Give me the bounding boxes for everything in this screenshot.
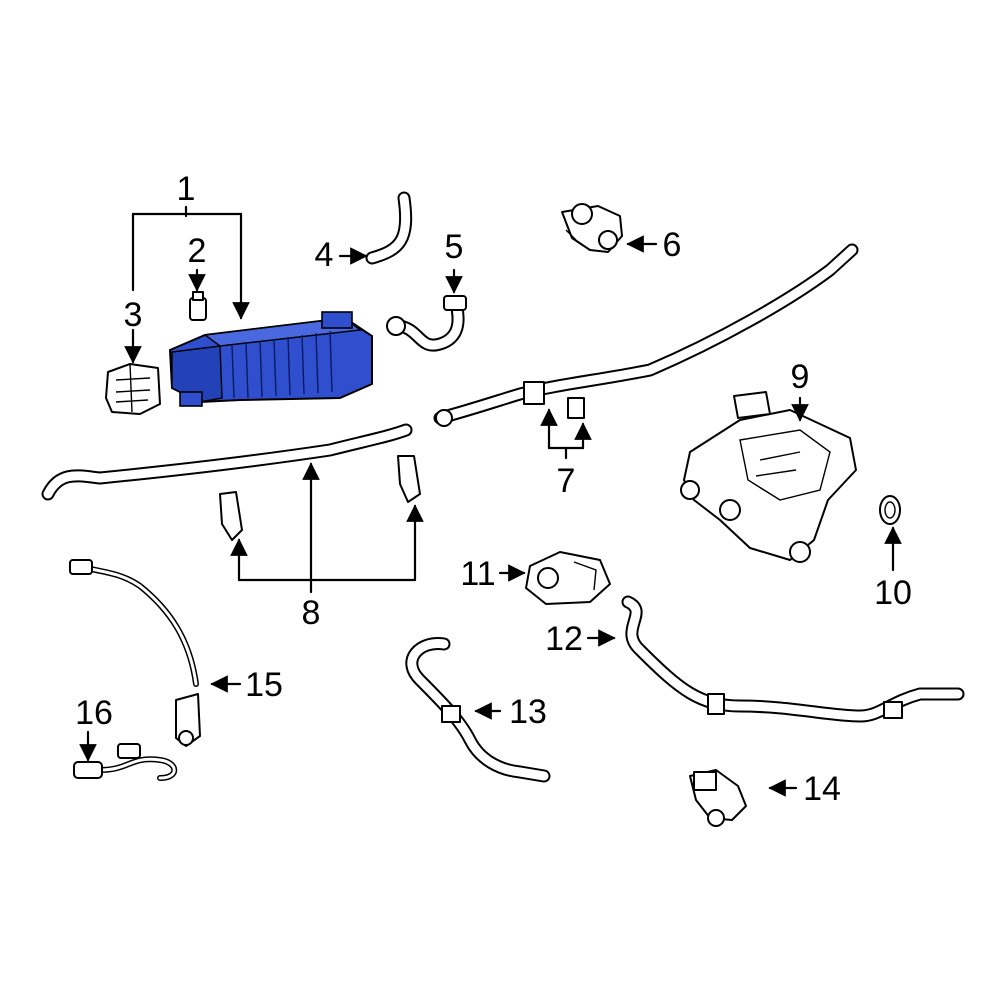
- sensor-14[interactable]: [689, 769, 747, 827]
- valve-11[interactable]: [525, 551, 611, 605]
- callout-9: 9: [791, 358, 810, 396]
- callout-2: 2: [188, 232, 207, 270]
- callout-10: 10: [874, 574, 912, 612]
- oxygen-sensor-15[interactable]: [69, 559, 201, 747]
- callout-11: 11: [460, 555, 495, 593]
- leader-lines: [79, 205, 902, 797]
- callout-4: 4: [315, 236, 334, 274]
- line-8[interactable]: [41, 423, 421, 541]
- callout-1: 1: [177, 170, 196, 208]
- hose-5[interactable]: [386, 295, 467, 352]
- vapor-canister[interactable]: [168, 311, 373, 407]
- callout-14: 14: [803, 770, 841, 808]
- tube-7[interactable]: [433, 243, 859, 427]
- callout-13: 13: [509, 693, 547, 731]
- hose-13[interactable]: [405, 637, 551, 783]
- leak-detection-pump-9[interactable]: [680, 391, 857, 563]
- callout-15: 15: [245, 666, 283, 704]
- hose-4[interactable]: [365, 191, 413, 265]
- callout-12: 12: [545, 620, 583, 658]
- callout-3: 3: [124, 296, 143, 334]
- callout-5: 5: [445, 228, 464, 266]
- callout-6: 6: [663, 226, 682, 264]
- canister-filter-3[interactable]: [105, 363, 161, 415]
- callout-16: 16: [75, 694, 113, 732]
- purge-valve-2[interactable]: [189, 291, 207, 321]
- hose-12[interactable]: [621, 595, 965, 723]
- callout-8: 8: [302, 594, 321, 632]
- valve-6[interactable]: [561, 203, 623, 253]
- callout-7: 7: [557, 462, 576, 500]
- seal-ring-10[interactable]: [879, 495, 901, 525]
- sensor-16[interactable]: [73, 743, 178, 781]
